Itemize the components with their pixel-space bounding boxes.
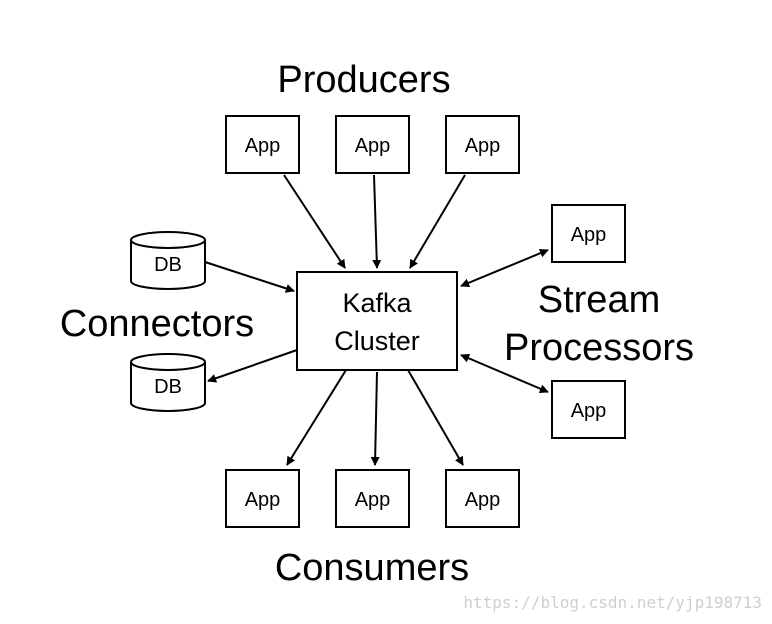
- producer-app-3-label: App: [465, 135, 501, 157]
- stream-app-1: App: [551, 204, 626, 263]
- watermark-text: https://blog.csdn.net/yjp198713: [463, 593, 762, 612]
- edge-db-1-to-cluster: [204, 261, 295, 293]
- edge-cluster-stream-app-1: [460, 248, 549, 288]
- producer-app-1: App: [225, 115, 300, 174]
- edge-producer-2-to-cluster: [372, 174, 382, 269]
- stream-app-1-label: App: [571, 224, 607, 246]
- edge-cluster-stream-app-2: [460, 354, 549, 393]
- kafka-cluster: Kafka Cluster: [296, 271, 458, 371]
- consumer-app-3-label: App: [465, 489, 501, 511]
- db-2-label: DB: [154, 376, 182, 398]
- stream-processors-label-line1: Stream: [538, 279, 660, 321]
- edge-producer-3-to-cluster: [409, 174, 466, 269]
- db-cylinder-1: DB: [130, 231, 206, 290]
- consumer-app-2-label: App: [355, 489, 391, 511]
- stream-app-2-label: App: [571, 400, 607, 422]
- edge-cluster-to-consumer-1: [286, 369, 347, 466]
- producer-app-1-label: App: [245, 135, 281, 157]
- consumer-app-3: App: [445, 469, 520, 528]
- edge-producer-1-to-cluster: [283, 174, 346, 269]
- consumers-label: Consumers: [275, 547, 469, 589]
- edge-cluster-to-consumer-2: [370, 371, 380, 466]
- stream-app-2: App: [551, 380, 626, 439]
- consumer-app-1: App: [225, 469, 300, 528]
- consumer-app-1-label: App: [245, 489, 281, 511]
- edge-cluster-to-consumer-3: [407, 369, 464, 466]
- db-1-label: DB: [154, 254, 182, 276]
- edge-cluster-to-db-2: [207, 349, 298, 383]
- kafka-cluster-label-line1: Kafka: [342, 288, 412, 318]
- db-cylinder-2: DB: [130, 353, 206, 412]
- kafka-cluster-label-line2: Cluster: [334, 326, 420, 356]
- consumer-app-2: App: [335, 469, 410, 528]
- edges: [204, 174, 549, 466]
- producer-app-2: App: [335, 115, 410, 174]
- producer-app-2-label: App: [355, 135, 391, 157]
- producers-label: Producers: [277, 59, 450, 101]
- producer-app-3: App: [445, 115, 520, 174]
- connectors-label: Connectors: [60, 303, 254, 345]
- stream-processors-label-line2: Processors: [504, 327, 694, 369]
